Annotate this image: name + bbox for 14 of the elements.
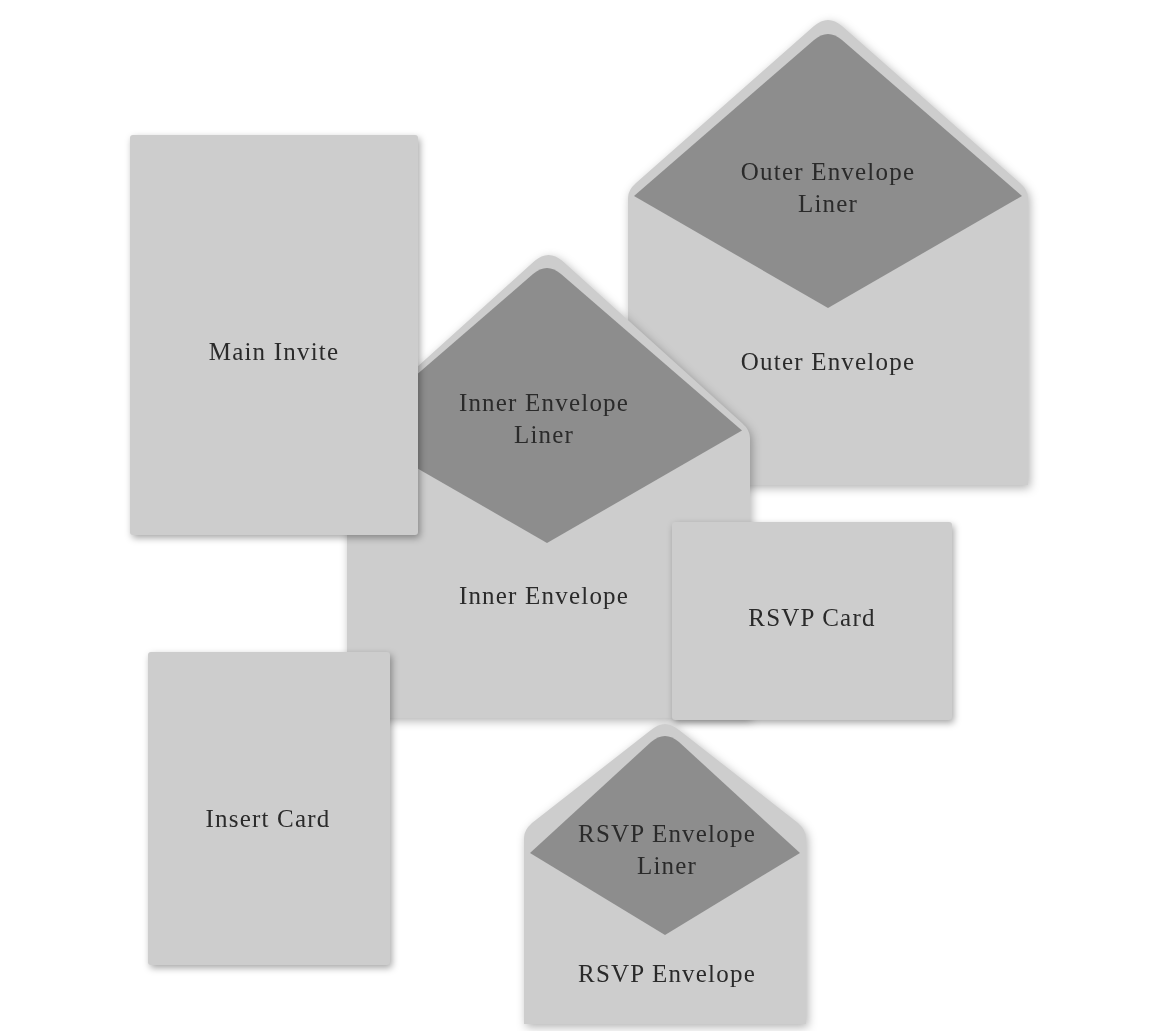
liner-label: Inner Envelope Liner: [457, 388, 631, 450]
envelope-label: Outer Envelope: [739, 347, 917, 377]
liner-label: Outer Envelope Liner: [739, 157, 917, 219]
card-label: RSVP Card: [747, 603, 877, 633]
envelope: [524, 722, 806, 1024]
card-label: Main Invite: [207, 337, 341, 367]
envelope: [628, 18, 1028, 485]
card: [148, 652, 390, 965]
card-label: Insert Card: [204, 804, 332, 834]
envelope-label: RSVP Envelope: [577, 959, 757, 989]
card: [672, 522, 952, 720]
envelope-label: Inner Envelope: [457, 581, 631, 611]
liner-label: RSVP Envelope Liner: [577, 819, 757, 881]
card: [130, 135, 418, 535]
